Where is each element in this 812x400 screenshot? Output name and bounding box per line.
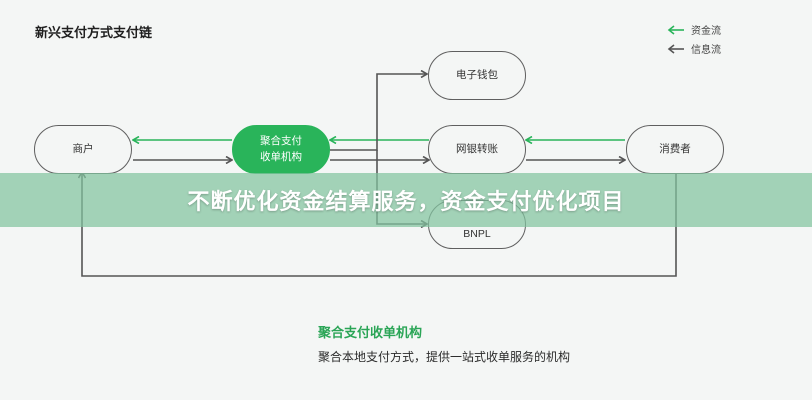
legend: 资金流 信息流 (665, 20, 721, 58)
legend-item-info-flow: 信息流 (665, 39, 721, 58)
overlay-banner: 不断优化资金结算服务，资金支付优化项目 (0, 173, 812, 227)
diagram-title: 新兴支付方式支付链 (35, 25, 153, 40)
node-aggregator-hub: 聚合支付 收单机构 (232, 125, 330, 174)
legend-label: 资金流 (691, 26, 721, 37)
description-title: 聚合支付收单机构 (318, 325, 423, 340)
node-label-line-2: 收单机构 (260, 150, 302, 163)
legend-item-money-flow: 资金流 (665, 20, 721, 39)
description-body: 聚合本地支付方式，提供一站式收单服务的机构 (318, 350, 571, 364)
legend-label: 信息流 (691, 45, 721, 56)
node-label: 电子钱包 (456, 68, 498, 81)
node-label: 网银转账 (456, 142, 498, 155)
banner-text: 不断优化资金结算服务，资金支付优化项目 (187, 190, 625, 215)
node-consumer: 消费者 (626, 125, 724, 174)
node-label: 商户 (72, 142, 94, 155)
node-label: 消费者 (659, 142, 691, 155)
node-bank-transfer: 网银转账 (428, 125, 526, 174)
node-label-line-1: 聚合支付 (260, 135, 302, 148)
node-ewallet: 电子钱包 (428, 51, 526, 100)
arrow-left-icon (667, 24, 684, 35)
node-label: BNPL (463, 227, 491, 240)
node-label: 聚合支付 收单机构 (260, 134, 302, 164)
hub-to-ewallet-connector (330, 74, 427, 151)
node-merchant: 商户 (34, 125, 132, 174)
arrow-left-icon (667, 43, 684, 54)
